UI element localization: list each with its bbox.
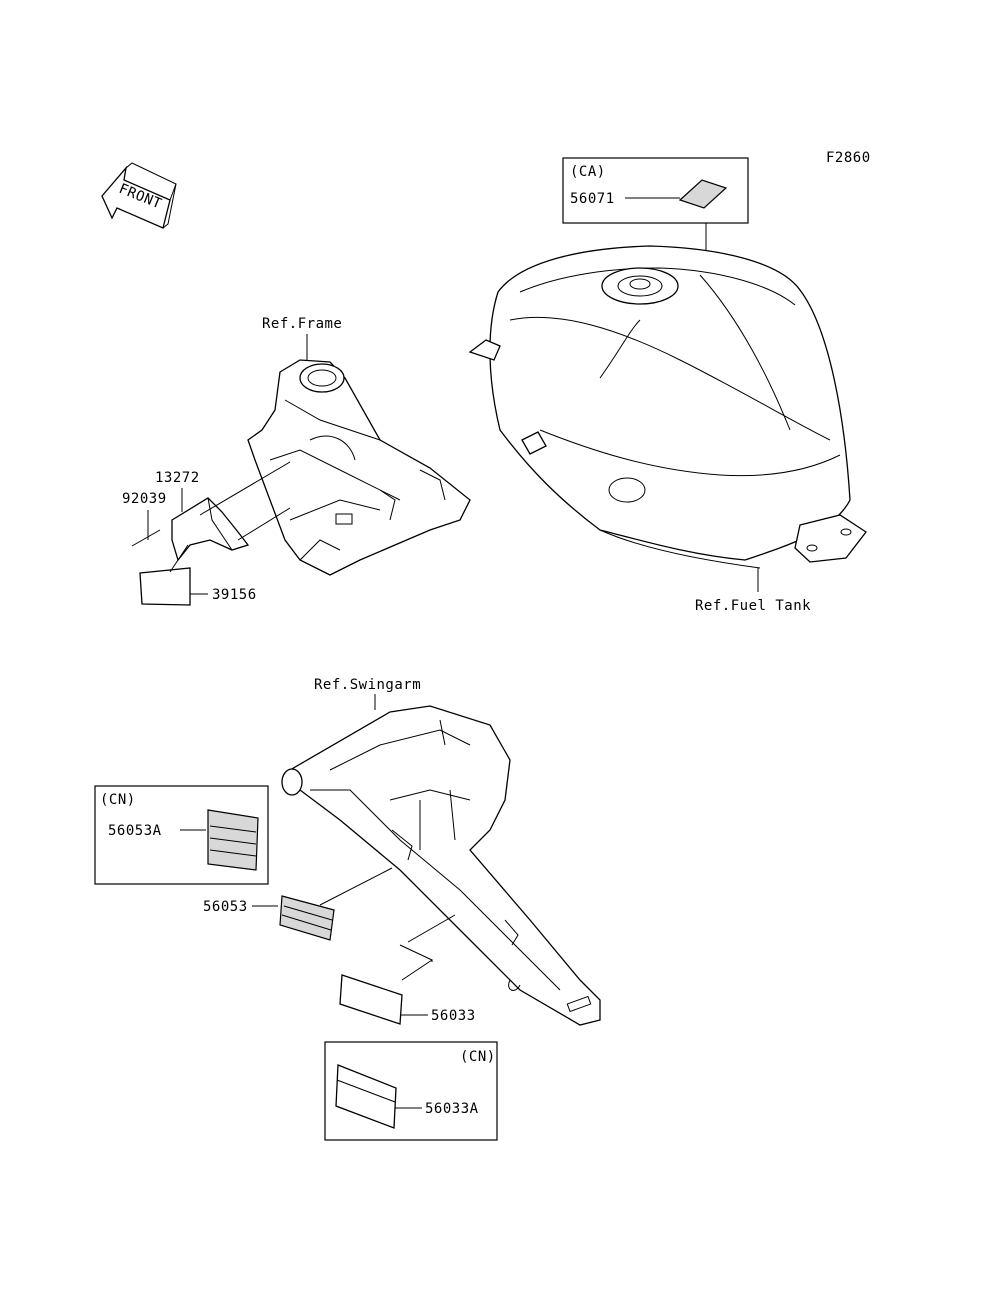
- label-56071-icon: [678, 179, 728, 209]
- cn-bottom-region-box: [324, 1041, 498, 1141]
- part-label-56071: 56071: [570, 191, 615, 207]
- diagram-id: F2860: [826, 150, 871, 166]
- cn-top-region-box: [94, 785, 269, 885]
- reflector-56053-icon: [279, 895, 335, 941]
- rivet-92039-icon: [131, 529, 161, 547]
- cn-bottom-region-label: (CN): [460, 1049, 496, 1065]
- ca-region-box: [562, 157, 749, 224]
- part-label-92039: 92039: [122, 491, 167, 507]
- ref-fuel-tank-label: Ref.Fuel Tank: [695, 598, 811, 614]
- part-label-56053: 56053: [203, 899, 248, 915]
- ref-frame-label: Ref.Frame: [262, 316, 342, 332]
- label-56033-icon: [339, 974, 403, 1025]
- frame-drawing: [247, 359, 471, 576]
- fuel-tank-drawing: [468, 245, 867, 569]
- part-label-56033: 56033: [431, 1008, 476, 1024]
- label-56033A-icon: [335, 1064, 397, 1129]
- part-label-13272: 13272: [155, 470, 200, 486]
- part-label-39156: 39156: [212, 587, 257, 603]
- ca-region-label: (CA): [570, 164, 606, 180]
- swingarm-drawing: [281, 705, 601, 1026]
- ref-swingarm-label: Ref.Swingarm: [314, 677, 421, 693]
- reflector-56053A-icon: [207, 809, 259, 871]
- front-arrow-icon: FRONT: [101, 162, 177, 229]
- label-39156-icon: [139, 567, 191, 606]
- bracket-13272-icon: [171, 497, 250, 562]
- cn-top-region-label: (CN): [100, 792, 136, 808]
- part-label-56053A: 56053A: [108, 823, 162, 839]
- part-label-56033A: 56033A: [425, 1101, 479, 1117]
